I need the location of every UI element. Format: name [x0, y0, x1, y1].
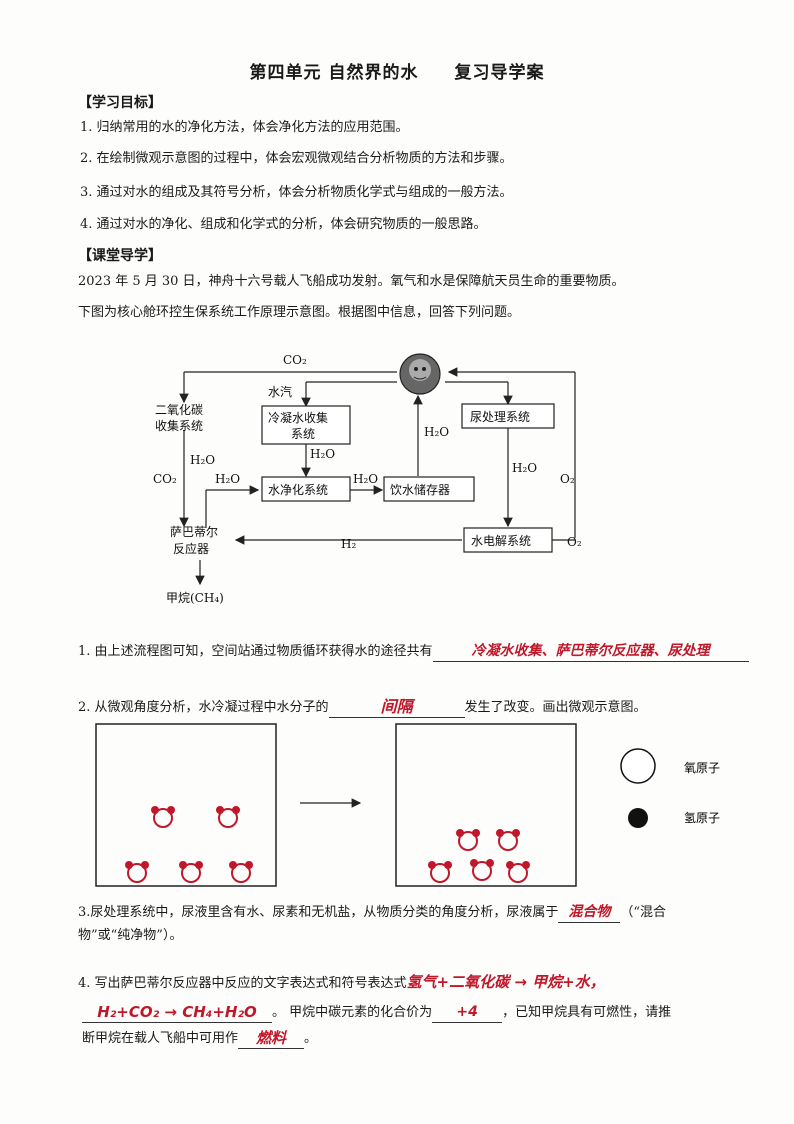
urine-box [461, 403, 555, 429]
question-3: 3.尿处理系统中，尿液里含有水、尿素和无机盐，从物质分类的角度分析，尿液属于混合… [78, 902, 666, 923]
q3-answer: 混合物 [558, 902, 621, 923]
q4-answer-symbol: H₂+CO₂ → CH₄+H₂O [82, 1002, 272, 1023]
h2o-label: H₂O [190, 453, 215, 467]
goals-heading: 【学习目标】 [78, 95, 162, 111]
goal-item: 2. 在绘制微观示意图的过程中，体会宏观微观结合分析物质的方法和步骤。 [80, 151, 513, 166]
methane-label: 甲烷(CH₄) [166, 591, 224, 605]
q4-answer-valence: +4 [432, 1002, 503, 1023]
guide-intro-1: 2023 年 5 月 30 日，神舟十六号载人飞船成功发射。氧气和水是保障航天员… [78, 274, 625, 289]
q2-text-b: 发生了改变。画出微观示意图。 [464, 700, 647, 715]
h2o-label: H₂O [353, 472, 378, 486]
q4-answer-word: 氢气+二氧化碳 → 甲烷+水， [406, 973, 605, 991]
title-unit: 第四单元 自然界的水 [249, 63, 419, 83]
q2-text-a: 2. 从微观角度分析，水冷凝过程中水分子的 [78, 700, 329, 715]
storage-box [383, 476, 475, 502]
water-molecules [125, 806, 530, 883]
h2o-label: H₂O [310, 447, 335, 461]
page-title: 第四单元 自然界的水 复习导学案 [0, 58, 794, 83]
q1-answer: 冷凝水收集、萨巴蒂尔反应器、尿处理 [432, 641, 749, 662]
co2-collect-label-2: 收集系统 [155, 418, 203, 433]
title-subtitle: 复习导学案 [454, 63, 545, 83]
q4-answer-use: 燃料 [238, 1028, 305, 1049]
water-molecule [506, 861, 530, 883]
before-box [95, 723, 277, 887]
electrolysis-label: 水电解系统 [471, 534, 531, 548]
q4-text-c: ，已知甲烷具有可燃性，请推 [502, 1005, 672, 1020]
water-molecule [428, 861, 452, 883]
water-molecule [470, 859, 494, 881]
life-support-flow-diagram: CO₂ 水汽 二氧化碳 收集系统 冷凝水收集 系统 尿处理系统 H₂O H₂O … [153, 353, 582, 605]
after-box [395, 723, 577, 887]
sabatier-label-1: 萨巴蒂尔 [170, 524, 218, 539]
water-molecule [125, 861, 149, 883]
purify-label: 水净化系统 [268, 483, 328, 497]
q3-text-a: 3.尿处理系统中，尿液里含有水、尿素和无机盐，从物质分类的角度分析，尿液属于 [78, 905, 559, 920]
water-molecule [496, 829, 520, 851]
water-molecule [229, 861, 253, 883]
h2o-label: H₂O [512, 461, 537, 475]
legend-hydrogen: 氢原子 [684, 810, 720, 825]
guide-intro-2: 下图为核心舱环控生保系统工作原理示意图。根据图中信息，回答下列问题。 [78, 305, 521, 320]
co2-top-label: CO₂ [283, 353, 307, 367]
micro-diagram: 氧原子 氢原子 [95, 723, 720, 887]
question-2: 2. 从微观角度分析，水冷凝过程中水分子的间隔发生了改变。画出微观示意图。 [78, 697, 647, 718]
q4-text-a: 4. 写出萨巴蒂尔反应器中反应的文字表达式和符号表达式 [78, 976, 407, 991]
h2o-label: H₂O [424, 425, 449, 439]
oxygen-legend-circle [620, 748, 656, 784]
goal-item: 3. 通过对水的组成及其符号分析，体会分析物质化学式与组成的一般方法。 [80, 185, 513, 200]
hydrogen-legend-circle [628, 808, 648, 828]
steam-label: 水汽 [268, 384, 292, 399]
purify-box [261, 476, 351, 502]
storage-label: 饮水储存器 [390, 482, 450, 497]
question-4: 4. 写出萨巴蒂尔反应器中反应的文字表达式和符号表达式氢气+二氧化碳 → 甲烷+… [78, 972, 605, 994]
h2-label: H₂ [341, 537, 356, 551]
urine-label: 尿处理系统 [470, 410, 530, 424]
goal-item: 4. 通过对水的净化、组成和化学式的分析，体会研究物质的一般思路。 [80, 217, 487, 232]
water-molecule [456, 829, 480, 851]
q4-text-d: 断甲烷在载人飞船中可用作 [82, 1031, 239, 1046]
o2-bottom-label: O₂ [567, 535, 582, 549]
co2-left-label: CO₂ [153, 472, 177, 486]
o2-right-label: O₂ [560, 472, 575, 486]
electrolysis-box [463, 527, 553, 553]
q2-answer: 间隔 [328, 697, 465, 718]
goal-item: 1. 归纳常用的水的净化方法，体会净化方法的应用范围。 [80, 120, 409, 135]
condense-label-1: 冷凝水收集 [268, 410, 328, 425]
q4-text-e: 。 [304, 1031, 318, 1046]
q4-line-2: H₂+CO₂ → CH₄+H₂O。 甲烷中碳元素的化合价为+4，已知甲烷具有可燃… [82, 1002, 671, 1023]
q3-text-c: 物”或“纯净物”）。 [78, 928, 183, 943]
astronaut-icon [399, 353, 441, 395]
co2-collect-label-1: 二氧化碳 [155, 403, 203, 417]
condense-box [261, 405, 351, 445]
legend-oxygen: 氧原子 [684, 761, 720, 775]
q1-text: 1. 由上述流程图可知，空间站通过物质循环获得水的途径共有 [78, 644, 433, 659]
q4-line-3: 断甲烷在载人飞船中可用作燃料。 [82, 1028, 317, 1049]
h2o-label: H₂O [215, 472, 240, 486]
sabatier-label-2: 反应器 [173, 541, 209, 556]
water-molecule [216, 806, 240, 828]
q4-text-b: 。 甲烷中碳元素的化合价为 [272, 1005, 433, 1020]
water-molecule [151, 806, 175, 828]
water-molecule [179, 861, 203, 883]
q3-text-b: （“混合 [620, 905, 667, 920]
question-1: 1. 由上述流程图可知，空间站通过物质循环获得水的途径共有冷凝水收集、萨巴蒂尔反… [78, 641, 749, 662]
condense-label-2: 系统 [291, 427, 315, 441]
guide-heading: 【课堂导学】 [78, 248, 162, 264]
